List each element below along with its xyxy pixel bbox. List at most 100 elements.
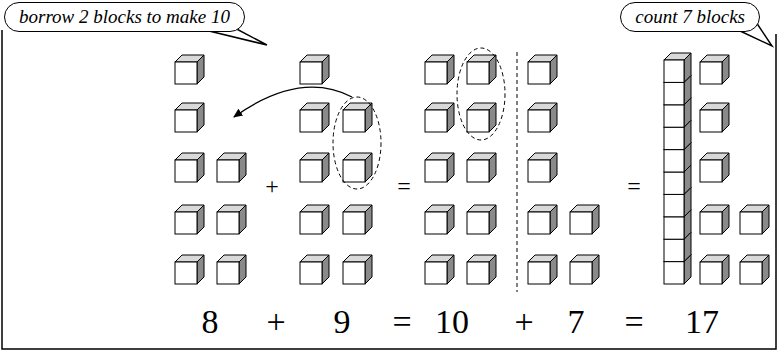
cube (700, 205, 729, 234)
cube (740, 255, 769, 284)
cube (425, 103, 454, 132)
cube (343, 205, 372, 234)
cube-side (322, 205, 329, 234)
equation-term: + (514, 305, 533, 339)
cube-front (528, 212, 550, 234)
cube-front (300, 62, 322, 84)
cube (217, 153, 246, 182)
cube-side (365, 255, 372, 284)
cube-front (300, 212, 322, 234)
cube-side (239, 205, 246, 234)
cube-front (467, 62, 489, 84)
cube-side (447, 153, 454, 182)
cube-side (239, 255, 246, 284)
cube-front (700, 212, 722, 234)
cube-front (343, 262, 365, 284)
cube-front (664, 217, 684, 239)
cube-side (722, 55, 729, 84)
cube (300, 153, 329, 182)
cube-side (592, 205, 599, 234)
cube-front (528, 110, 550, 132)
cube-front (467, 110, 489, 132)
cube-front (425, 160, 447, 182)
cube (467, 153, 496, 182)
cube-side (550, 153, 557, 182)
cube-front (528, 262, 550, 284)
cube (467, 103, 496, 132)
cube-front (175, 62, 197, 84)
cube-side (197, 55, 204, 84)
cube-front (175, 212, 197, 234)
cube-group (175, 53, 769, 284)
cube (528, 205, 557, 234)
cube-front (664, 60, 684, 82)
cube (175, 55, 204, 84)
cube-front (217, 262, 239, 284)
cube (175, 103, 204, 132)
cube-front (425, 262, 447, 284)
cube-side (762, 255, 769, 284)
cube (300, 55, 329, 84)
cube (528, 255, 557, 284)
cube-side (550, 205, 557, 234)
cube-side (197, 255, 204, 284)
cube (175, 153, 204, 182)
cube (740, 205, 769, 234)
borrow-arrow (234, 87, 352, 117)
equation-term: 10 (435, 305, 469, 339)
cube-front (664, 239, 684, 261)
dashed-ellipse (457, 48, 505, 140)
cube-front (664, 127, 684, 149)
cube-side (322, 103, 329, 132)
operator-sign: + (265, 174, 279, 198)
cube (300, 205, 329, 234)
cube (700, 255, 729, 284)
cube-front (217, 160, 239, 182)
cube-side (447, 103, 454, 132)
cube-front (664, 105, 684, 127)
callout-text: borrow 2 blocks to make 10 (19, 5, 230, 29)
cube-front (300, 110, 322, 132)
cube-side (722, 205, 729, 234)
cube-front (700, 262, 722, 284)
cube-side (322, 153, 329, 182)
cube-side (592, 255, 599, 284)
cube-front (740, 212, 762, 234)
cube-front (175, 262, 197, 284)
cube (467, 205, 496, 234)
cube-side (489, 205, 496, 234)
cube-front (217, 212, 239, 234)
cube (425, 205, 454, 234)
cube-front (425, 62, 447, 84)
cube-front (175, 160, 197, 182)
cube-side (365, 205, 372, 234)
cube-side (197, 103, 204, 132)
cube-front (175, 110, 197, 132)
cube-side (489, 153, 496, 182)
cube (700, 103, 729, 132)
cube-side (550, 55, 557, 84)
cube-side (489, 103, 496, 132)
cube-side (365, 103, 372, 132)
cube-side (322, 55, 329, 84)
cube-front (528, 160, 550, 182)
cube (175, 255, 204, 284)
cube-front (664, 262, 684, 284)
equation-term: 8 (202, 305, 219, 339)
cube (343, 103, 372, 132)
cube-side (550, 103, 557, 132)
cube-front (467, 212, 489, 234)
cube-front (467, 262, 489, 284)
cube-front (740, 262, 762, 284)
equation-term: 17 (685, 305, 719, 339)
cube-front (467, 160, 489, 182)
operator-sign: = (627, 174, 641, 198)
cube (175, 205, 204, 234)
equation-term: 9 (334, 305, 351, 339)
speech-bubble: borrow 2 blocks to make 10 (4, 2, 245, 32)
cube-front (343, 110, 365, 132)
cube-front (570, 262, 592, 284)
cube (300, 103, 329, 132)
cube-front (664, 82, 684, 104)
